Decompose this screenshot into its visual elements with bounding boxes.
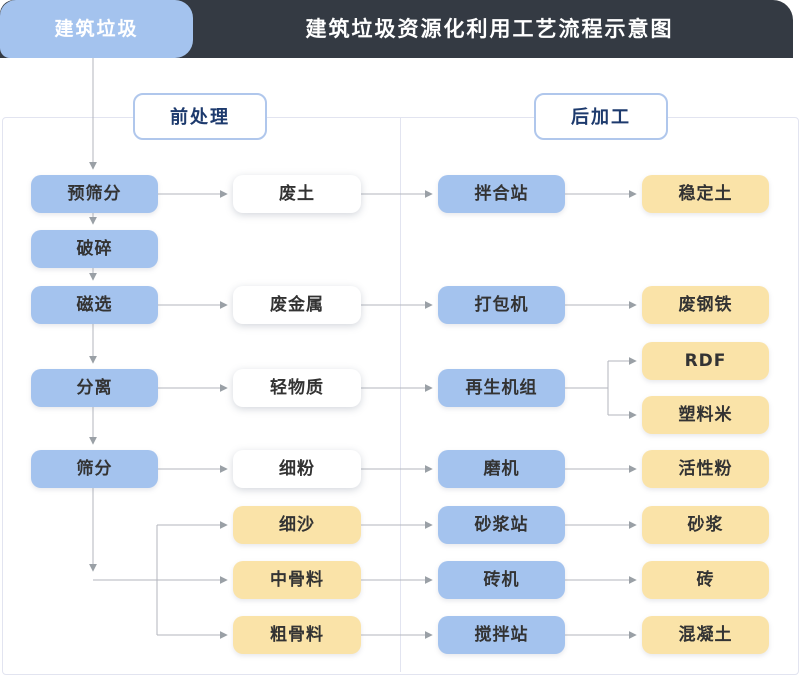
node-mixing-station: 拌合站 xyxy=(438,175,565,213)
node-pre-screening: 预筛分 xyxy=(31,175,158,213)
node-active-powder: 活性粉 xyxy=(642,450,769,488)
node-waste-metal: 废金属 xyxy=(233,286,361,324)
node-plastic-pellets: 塑料米 xyxy=(642,396,769,434)
node-mortar: 砂浆 xyxy=(642,506,769,544)
node-rdf: RDF xyxy=(642,342,769,380)
node-light-material: 轻物质 xyxy=(233,369,361,407)
node-scrap-steel: 废钢铁 xyxy=(642,286,769,324)
node-separation: 分离 xyxy=(31,369,158,407)
node-mortar-station: 砂浆站 xyxy=(438,506,565,544)
node-crushing: 破碎 xyxy=(31,230,158,268)
node-screening: 筛分 xyxy=(31,450,158,488)
node-concrete: 混凝土 xyxy=(642,616,769,654)
page-title: 建筑垃圾资源化利用工艺流程示意图 xyxy=(305,17,674,41)
node-magnetic-separation: 磁选 xyxy=(31,286,158,324)
node-fine-powder: 细粉 xyxy=(233,450,361,488)
node-coarse-aggregate: 粗骨料 xyxy=(233,616,361,654)
node-recycling-unit: 再生机组 xyxy=(438,369,565,407)
node-stabilized-soil: 稳定土 xyxy=(642,175,769,213)
section-header-postprocessing: 后加工 xyxy=(534,93,668,140)
section-divider-line xyxy=(400,118,401,672)
node-brick: 砖 xyxy=(642,561,769,599)
node-fine-sand: 细沙 xyxy=(233,506,361,544)
section-header-preprocessing: 前处理 xyxy=(133,93,267,140)
node-waste-soil: 废土 xyxy=(233,175,361,213)
node-medium-aggregate: 中骨料 xyxy=(233,561,361,599)
node-brick-machine: 砖机 xyxy=(438,561,565,599)
node-baling-machine: 打包机 xyxy=(438,286,565,324)
node-agitating-station: 搅拌站 xyxy=(438,616,565,654)
source-tab-construction-waste: 建筑垃圾 xyxy=(0,0,193,58)
node-mill: 磨机 xyxy=(438,450,565,488)
